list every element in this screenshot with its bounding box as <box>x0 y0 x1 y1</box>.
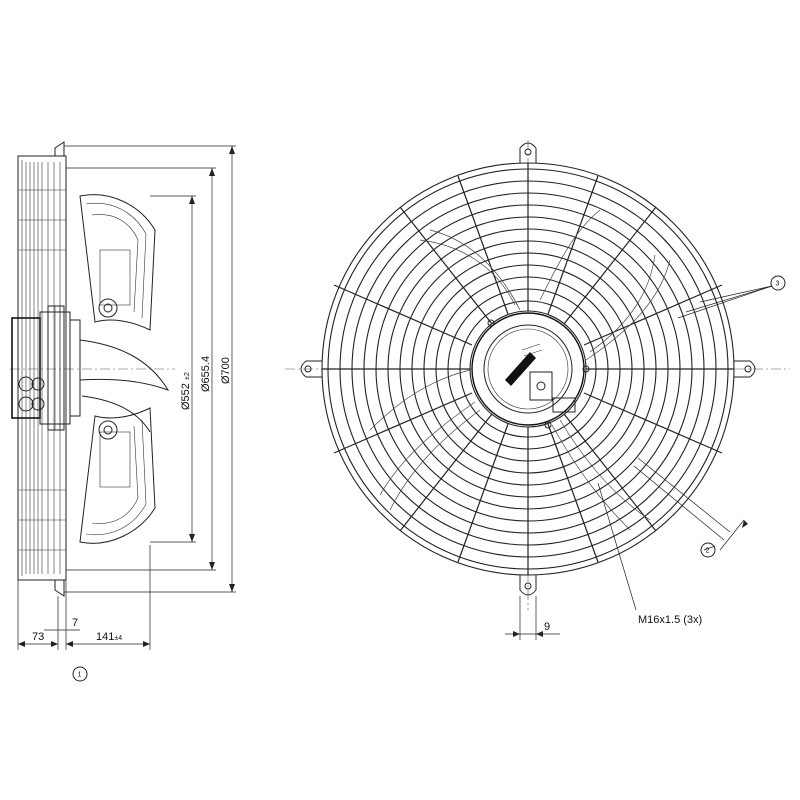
svg-text:2: 2 <box>706 548 710 555</box>
impeller-blades-front <box>369 209 671 531</box>
svg-text:3: 3 <box>776 281 780 288</box>
dim-655: Ø655.4 <box>200 356 212 392</box>
axial-dimensions <box>17 545 151 650</box>
dim-552: Ø552 ±2 <box>180 372 192 410</box>
side-view: Ø552 ±2 Ø655.4 Ø700 73 7 141±4 1 <box>10 141 236 682</box>
dim-141: 141±4 <box>96 631 122 643</box>
dim-7: 7 <box>72 617 78 629</box>
impeller-blades-side <box>79 194 170 544</box>
motor-side <box>11 305 81 431</box>
dim-700: Ø700 <box>220 357 232 384</box>
svg-text:1: 1 <box>78 672 82 679</box>
callout-3: 3 <box>677 275 786 319</box>
motor-hub-front <box>471 312 590 429</box>
front-view: 9 M16x1.5 (3x) 3 2 <box>285 140 790 640</box>
callout-2: 2 <box>633 457 748 558</box>
mounting-lugs <box>300 142 756 596</box>
callout-1: 1 <box>72 666 88 682</box>
diameter-dimensions <box>64 145 236 593</box>
dim-73: 73 <box>32 631 44 643</box>
guard-grill-side <box>17 141 67 597</box>
dim-9: 9 <box>544 621 550 633</box>
thread-label: M16x1.5 (3x) <box>638 614 702 626</box>
lug-width-dim <box>505 596 560 640</box>
guard-spokes <box>322 163 734 575</box>
